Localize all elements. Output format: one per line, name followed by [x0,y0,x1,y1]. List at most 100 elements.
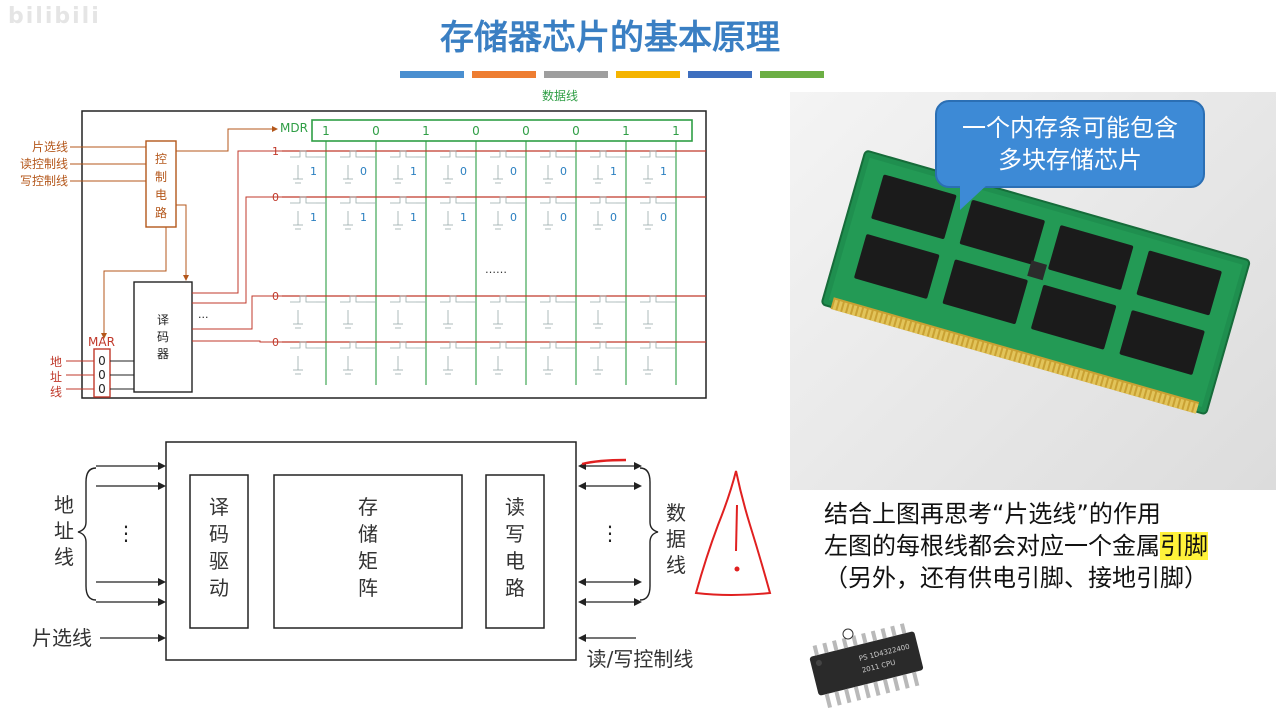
ram-memory-chip [1136,250,1222,316]
chip-pin [861,632,868,644]
svg-text:阵: 阵 [358,576,378,600]
cell-3-6 [590,341,626,375]
cell-3-5 [540,341,576,375]
ram-memory-chip [959,200,1045,265]
svg-text:地: 地 [54,493,74,517]
cell-0-2: 1 [390,150,426,184]
cell-bit: 0 [510,165,517,178]
rw-circuit-box [485,474,545,629]
cell-bit: 1 [610,165,617,178]
middle-ellipsis: …… [485,263,507,276]
cell-bit: 0 [610,211,617,224]
cell-bit: 1 [410,211,417,224]
cell-bit: 0 [660,211,667,224]
cell-1-3: 1 [440,196,476,230]
mdr-label: MDR [280,121,308,135]
chip-pin [822,642,829,654]
chip-pin [873,681,881,696]
dip-chip-icon: PS 1D4322400 2011 CPU [809,623,924,709]
cell-bit: 0 [560,165,567,178]
color-bar-5 [760,71,824,78]
svg-text:线: 线 [50,385,62,399]
storage-matrix-box [273,474,463,629]
svg-text:码: 码 [209,522,229,546]
svg-text:址: 址 [54,519,74,543]
cell-0-5: 0 [540,150,576,184]
control-inputs: 片选线 读控制线 写控制线 [20,140,68,188]
chip-pin [824,693,832,709]
cell-3-2 [390,341,426,375]
explain-line-2: 左图的每根线都会对应一个金属引脚 [824,532,1208,560]
cell-2-1 [340,295,376,329]
svg-text:控: 控 [155,152,167,166]
data-dots: ⋮ [600,521,620,545]
data-brace [639,467,659,601]
cell-bit: 1 [310,165,317,178]
red-annotation-stroke [581,458,627,466]
ram-memory-chip [1031,285,1117,350]
chip-pin [882,678,891,694]
page-title: 存储器芯片的基本原理 [440,18,780,58]
bit-lines [325,141,677,385]
color-bar-3 [616,71,680,78]
chip-select-input: 片选线 [32,140,68,154]
svg-text:存: 存 [358,495,378,519]
cell-1-0: 1 [290,196,326,230]
svg-text:写: 写 [505,522,525,546]
write-control-input: 写控制线 [20,174,68,188]
cell-0-4: 0 [490,150,526,184]
cell-bit: 1 [410,165,417,178]
cell-0-3: 0 [440,150,476,184]
svg-text:驱: 驱 [209,549,229,573]
cell-2-7 [640,295,676,329]
address-label: 地 [50,355,62,369]
color-bar-4 [688,71,752,78]
cell-bit: 0 [510,211,517,224]
chip-cursor-pencil [842,628,854,640]
cell-bit: 1 [660,165,667,178]
mar-register [93,348,111,398]
svg-text:路: 路 [155,205,167,220]
read-control-input: 读控制线 [20,157,68,171]
svg-text:器: 器 [157,347,169,361]
cell-1-7: 0 [640,196,676,230]
cell-0-0: 1 [290,150,326,184]
chip-pin [890,625,897,637]
decoder-box [133,281,193,393]
circuit-frame [81,110,707,399]
ram-memory-chip [1119,310,1205,375]
chip-pin [844,688,852,704]
cell-3-0 [290,341,326,375]
cell-1-4: 0 [490,196,526,230]
svg-text:址: 址 [50,370,62,384]
cell-3-4 [490,341,526,375]
cell-2-4 [490,295,526,329]
chip-pin [851,635,858,646]
explanation-text: 结合上图再思考“片选线”的作用 左图的每根线都会对应一个金属引脚 （另外，还有供… [824,498,1208,594]
cell-bit: 1 [360,211,367,224]
cell-1-2: 1 [390,196,426,230]
mdr-bit-7: 1 [672,124,680,138]
chip-pin [870,630,878,642]
address-brace [77,467,97,601]
mdr-bit-1: 0 [372,124,380,138]
explain-line-1: 结合上图再思考“片选线”的作用 [824,500,1161,528]
svg-text:储: 储 [358,522,378,546]
svg-text:矩: 矩 [358,549,378,573]
control-circuit-box [145,140,177,228]
svg-text:动: 动 [209,576,229,600]
cell-2-6 [590,295,626,329]
cell-bit: 1 [310,211,317,224]
cell-2-3 [440,295,476,329]
rw-control-label: 读/写控制线 [587,647,694,671]
data-line-label: 数据线 [542,88,578,103]
svg-text:路: 路 [505,576,525,600]
cell-1-1: 1 [340,196,376,230]
svg-text:0: 0 [98,354,106,368]
color-bar-strip [400,71,824,78]
chip-pin [832,640,839,651]
